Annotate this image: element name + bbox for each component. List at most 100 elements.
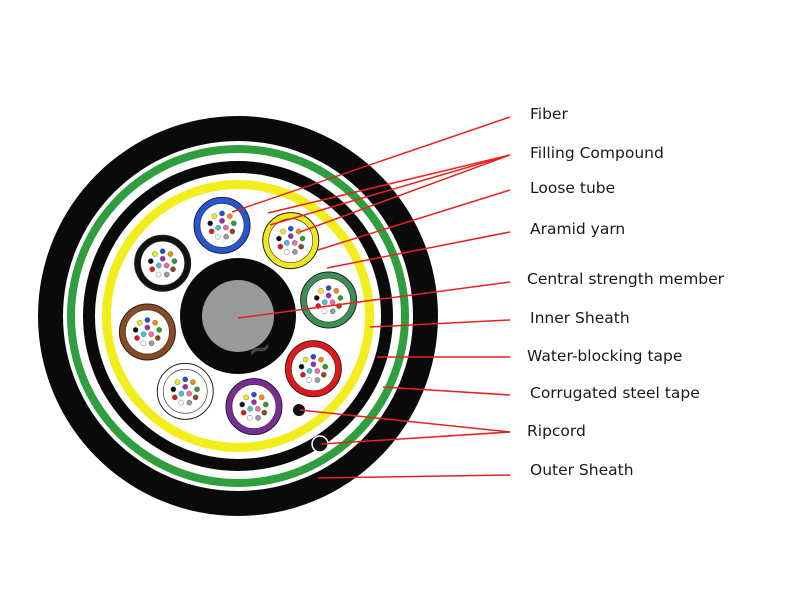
fiber-5-2 (258, 394, 265, 401)
fiber-3-8 (313, 295, 320, 301)
fiber-8-10 (159, 255, 166, 262)
fiber-1-12 (215, 224, 221, 231)
fiber-1-4 (229, 228, 236, 235)
fiber-8-12 (155, 262, 162, 269)
fiber-4-11 (314, 368, 321, 374)
fiber-8-9 (152, 251, 158, 257)
leader-line-ripcord-2 (321, 431, 511, 445)
fiber-3-6 (321, 308, 328, 315)
fiber-6-8 (170, 386, 177, 393)
fiber-6-2 (190, 379, 196, 385)
fiber-5-11 (255, 406, 261, 412)
fiber-2-8 (276, 235, 282, 242)
fiber-5-12 (247, 406, 253, 412)
label-aramid-yarn: Aramid yarn (530, 220, 626, 238)
fiber-7-6 (140, 340, 147, 347)
fiber-1-6 (215, 233, 221, 240)
fiber-7-4 (154, 335, 161, 341)
fiber-2-7 (277, 243, 284, 250)
fiber-4-5 (314, 377, 321, 383)
fiber-3-9 (318, 288, 324, 294)
fiber-1-3 (231, 220, 237, 227)
label-central-strength-member: Central strength member (527, 270, 725, 288)
leader-line-fiber (231, 116, 511, 213)
fiber-8-8 (148, 258, 154, 264)
fiber-6-3 (194, 386, 200, 393)
ripcord-inner (293, 404, 305, 416)
fiber-4-8 (298, 363, 305, 370)
filling-compound-5 (231, 384, 277, 429)
fiber-5-3 (262, 401, 269, 408)
label-water-blocking-tape: Water-blocking tape (527, 347, 683, 365)
fiber-4-2 (318, 356, 324, 363)
fiber-8-6 (155, 271, 162, 278)
fiber-8-2 (167, 251, 174, 257)
fiber-7-5 (148, 340, 155, 347)
leader-line-filling-3 (267, 154, 511, 214)
fiber-4-4 (320, 371, 327, 378)
fiber-1-1 (219, 210, 225, 217)
fiber-2-5 (292, 249, 298, 255)
fiber-4-12 (306, 368, 313, 374)
leader-line-filling-2 (299, 154, 511, 233)
fiber-8-3 (171, 258, 178, 264)
fiber-7-12 (140, 331, 147, 338)
leader-line-central (237, 281, 511, 319)
label-ripcord: Ripcord (527, 422, 586, 440)
fiber-1-8 (207, 220, 214, 227)
fiber-6-5 (186, 399, 193, 406)
label-outer-sheath: Outer Sheath (530, 461, 634, 479)
fiber-8-11 (163, 262, 170, 269)
filling-compound-4 (291, 346, 336, 392)
fiber-5-9 (243, 394, 250, 401)
fiber-5-8 (239, 401, 245, 408)
central-strength-member-core (202, 280, 274, 352)
fiber-1-5 (223, 233, 229, 240)
leader-line-ripcord-1 (299, 409, 511, 433)
fiber-8-5 (163, 271, 170, 278)
fiber-6-11 (186, 390, 192, 397)
label-loose-tube: Loose tube (530, 179, 616, 197)
fiber-7-2 (152, 319, 158, 326)
fiber-2-12 (284, 240, 290, 246)
fiber-4-1 (310, 353, 317, 360)
fiber-1-9 (211, 213, 218, 220)
fiber-3-11 (329, 299, 336, 306)
label-fiber: Fiber (530, 105, 568, 123)
fiber-1-11 (223, 224, 229, 231)
fiber-3-12 (321, 299, 328, 306)
fiber-1-7 (208, 228, 215, 235)
fiber-6-12 (178, 390, 185, 397)
leader-line-aramid (326, 231, 511, 269)
fiber-8-4 (170, 266, 176, 273)
fiber-5-7 (240, 409, 247, 416)
label-filling-compound: Filling Compound (530, 144, 664, 162)
fiber-6-1 (182, 376, 189, 383)
filling-compound-3 (306, 277, 351, 323)
fiber-5-10 (251, 399, 257, 405)
fiber-6-7 (172, 394, 178, 401)
fiber-4-3 (322, 363, 328, 370)
fiber-1-10 (219, 218, 225, 224)
fiber-2-6 (283, 249, 290, 255)
fiber-7-8 (132, 327, 139, 333)
fiber-7-9 (136, 319, 143, 326)
fiber-7-7 (134, 335, 140, 341)
fiber-1-2 (226, 213, 233, 220)
filling-compound-2 (268, 218, 314, 263)
fiber-2-10 (287, 233, 294, 239)
fiber-4-6 (306, 377, 313, 383)
fiber-5-4 (261, 409, 268, 416)
fiber-2-3 (299, 235, 306, 242)
filling-compound-7 (125, 309, 170, 355)
fiber-8-1 (159, 248, 166, 255)
fiber-3-3 (337, 295, 344, 301)
fiber-7-11 (148, 331, 155, 338)
filling-compound-1 (199, 203, 245, 248)
filling-compound-6 (162, 369, 208, 414)
fiber-6-4 (192, 394, 199, 401)
fiber-7-1 (144, 317, 151, 323)
label-inner-sheath: Inner Sheath (530, 309, 630, 327)
fiber-2-4 (298, 243, 304, 250)
